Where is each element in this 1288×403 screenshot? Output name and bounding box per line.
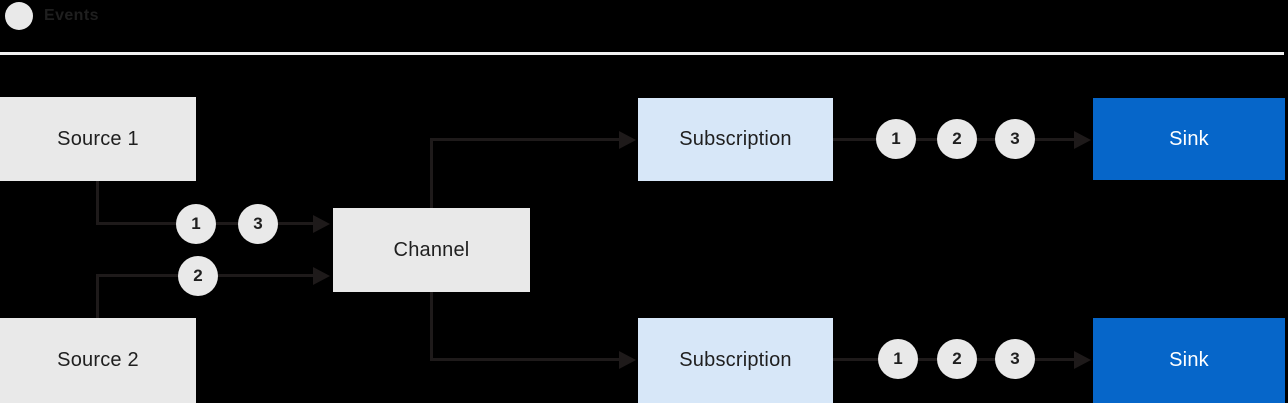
event-badge: 1: [176, 204, 216, 244]
event-badge: 2: [937, 339, 977, 379]
arrowhead-icon: [313, 267, 330, 285]
node-sink-bottom: Sink: [1093, 318, 1285, 403]
arrowhead-icon: [619, 131, 636, 149]
event-badge: 3: [238, 204, 278, 244]
connector-channel-bottom-horizontal: [430, 358, 620, 361]
connector-channel-top-vertical: [430, 139, 433, 208]
arrowhead-icon: [1074, 131, 1091, 149]
node-source-2: Source 2: [0, 318, 196, 403]
node-subscription-bottom: Subscription: [638, 318, 833, 403]
connector-source2-vertical: [96, 276, 99, 318]
node-sink-top: Sink: [1093, 98, 1285, 180]
event-badge: 1: [878, 339, 918, 379]
event-badge: 2: [937, 119, 977, 159]
node-channel: Channel: [333, 208, 530, 292]
arrowhead-icon: [1074, 351, 1091, 369]
legend-label: Events: [44, 7, 99, 24]
connector-source1-vertical: [96, 181, 99, 225]
event-badge: 2: [178, 256, 218, 296]
event-badge: 3: [995, 339, 1035, 379]
arrowhead-icon: [313, 215, 330, 233]
node-subscription-top: Subscription: [638, 98, 833, 181]
connector-channel-top-horizontal: [430, 138, 620, 141]
node-source-1: Source 1: [0, 97, 196, 181]
event-badge: 1: [876, 119, 916, 159]
event-dot-icon: [5, 2, 33, 30]
separator-line: [0, 52, 1284, 55]
connector-channel-bottom-vertical: [430, 292, 433, 361]
arrowhead-icon: [619, 351, 636, 369]
event-badge: 3: [995, 119, 1035, 159]
